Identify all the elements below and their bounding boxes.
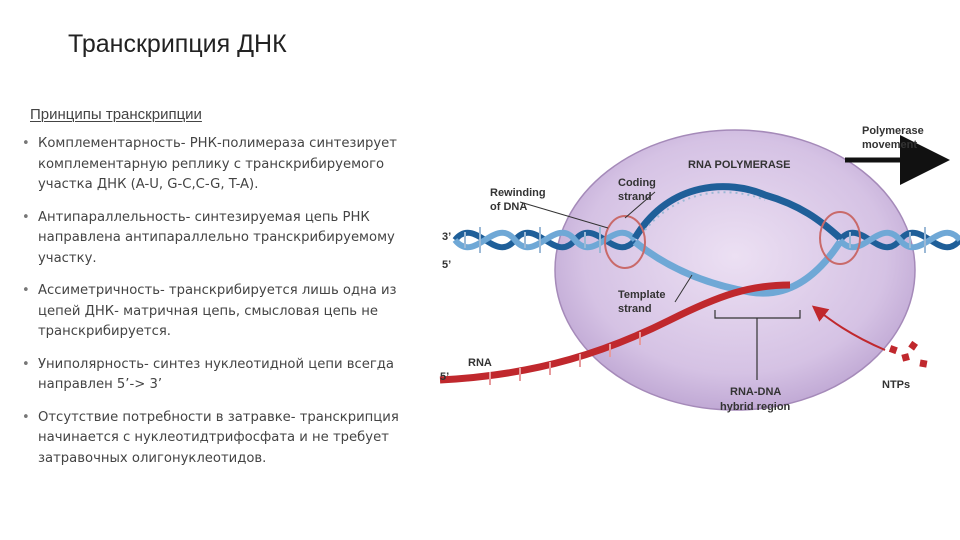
principle-item: • Униполярность- синтез нуклеотидной цепи…: [22, 355, 422, 396]
principles-heading: Принципы транскрипции: [30, 106, 202, 123]
transcription-diagram: Polymerase movement RNA POLYMERASE Codin…: [439, 125, 960, 413]
ntp-molecules: [888, 340, 928, 368]
bullet-icon: •: [22, 209, 30, 225]
polymerase-movement-label-2: movement: [862, 139, 917, 151]
principle-text: Комплементарность- РНК-полимераза синтез…: [38, 136, 397, 192]
ntps-label: NTPs: [882, 379, 910, 391]
principle-text: Отсутствие потребности в затравке- транс…: [38, 409, 399, 466]
principle-item: • Комплементарность- РНК-полимераза синте…: [22, 134, 422, 196]
ntp-arrow: [811, 305, 886, 351]
template-strand-label: Template: [618, 289, 665, 301]
coding-strand-label-2: strand: [618, 191, 652, 203]
rewinding-label: Rewinding: [490, 187, 546, 199]
coding-strand-label: Coding: [618, 177, 656, 189]
five-prime-dna-label: 5’: [442, 259, 451, 271]
unwinding-ring: [819, 211, 861, 265]
hybrid-region-label-2: hybrid region: [720, 401, 791, 413]
hybrid-region-label: RNA-DNA: [730, 386, 781, 398]
five-prime-rna-label: 5’: [440, 371, 449, 383]
rna-strand: [439, 281, 791, 384]
three-prime-label: 3’: [442, 231, 451, 243]
principle-text: Ассиметричность- транскрибируется лишь о…: [38, 283, 397, 339]
principles-list: • Комплементарность- РНК-полимераза синте…: [22, 134, 422, 481]
bullet-icon: •: [22, 283, 30, 298]
polymerase-movement-label: Polymerase: [862, 125, 924, 137]
principle-item: • Антипараллельность- синтезируемая цепь …: [22, 208, 422, 270]
rewinding-ring: [604, 215, 646, 269]
rna-polymerase-label: RNA POLYMERASE: [688, 159, 790, 171]
bullet-icon: •: [22, 356, 30, 372]
bullet-icon: •: [22, 136, 30, 151]
rewinding-label-2: of DNA: [490, 201, 527, 213]
slide-title: Транскрипция ДНК: [68, 30, 287, 58]
template-strand-label-2: strand: [618, 303, 652, 315]
principle-text: Антипараллельность- синтезируемая цепь Р…: [38, 209, 395, 266]
bullet-icon: •: [22, 409, 30, 425]
principle-item: • Ассиметричность- транскрибируется лишь …: [22, 281, 422, 343]
coding-strand: [632, 183, 843, 241]
rna-label: RNA: [468, 357, 492, 369]
principle-item: • Отсутствие потребности в затравке- тран…: [22, 408, 422, 470]
principle-text: Униполярность- синтез нуклеотидной цепи …: [38, 356, 395, 393]
rna-polymerase-body: [554, 129, 916, 411]
